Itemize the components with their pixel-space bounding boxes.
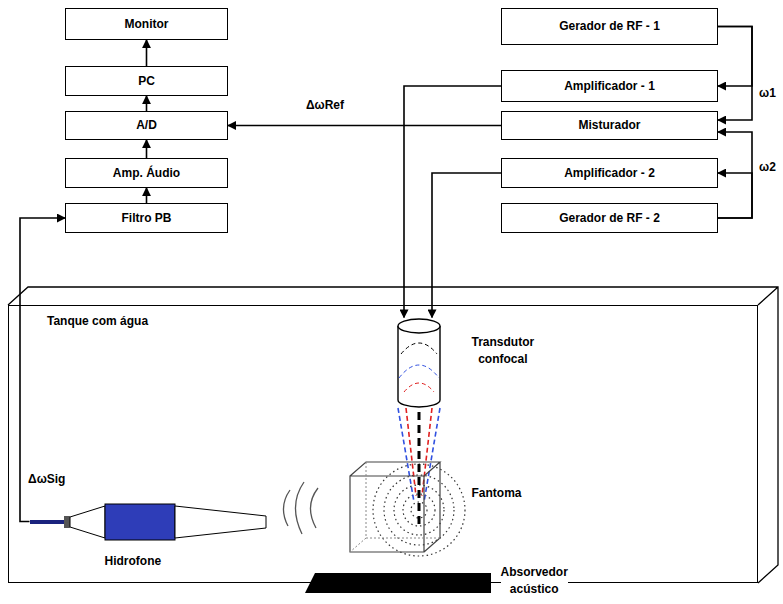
acoustic-absorber: Absorvedor acústico — [305, 573, 491, 593]
signal-connector — [718, 132, 752, 218]
process-box: Gerador de RF - 2 — [501, 203, 718, 233]
part-label: Tanque com água — [47, 314, 148, 329]
transducer-element — [404, 383, 434, 392]
water-tank: Tanque com águaTransdutor confocalFantom… — [8, 305, 758, 583]
part-label: Transdutor confocal — [472, 334, 535, 368]
signal-name: ΔωRef — [304, 98, 346, 113]
signal-connector — [146, 140, 148, 158]
part-label: Hidrofone — [105, 554, 162, 569]
signal-name: ΔωSig — [26, 472, 67, 487]
process-box: PC — [65, 66, 228, 96]
signal-connector — [718, 27, 752, 87]
process-box: Amp. Áudio — [65, 158, 228, 188]
tank-outline — [8, 287, 778, 583]
acoustic-absorber-shape — [305, 573, 491, 593]
signal-name: ω1 — [757, 86, 778, 101]
process-box: Misturador — [501, 111, 718, 140]
signal-connector — [718, 27, 752, 121]
phantom: Fantoma — [350, 460, 440, 554]
process-box: Amplificador - 1 — [501, 70, 718, 102]
transducer: Transdutor confocal — [396, 318, 442, 410]
signal-connector — [146, 188, 148, 203]
box-label: PC — [138, 74, 155, 89]
box-label: A/D — [136, 118, 157, 133]
hydrophone-tip — [175, 506, 266, 538]
absorber-block — [305, 573, 491, 593]
box-label: Amp. Áudio — [113, 166, 180, 181]
signal-connector — [146, 40, 148, 66]
signal-name: ω2 — [757, 160, 778, 175]
transducer-element — [399, 365, 439, 378]
process-box: A/D — [65, 111, 228, 140]
hydrophone-cable — [30, 520, 64, 524]
phantom-shape — [350, 460, 440, 554]
part-label: Absorvedor acústico — [501, 564, 568, 598]
hydrophone-taper — [70, 506, 105, 538]
box-label: Misturador — [578, 118, 640, 133]
transducer-shape — [396, 318, 442, 410]
box-label: Gerador de RF - 2 — [559, 211, 660, 226]
signal-connector — [228, 125, 501, 127]
phantom-hidden-edge — [350, 462, 440, 552]
hydrophone-shape — [30, 498, 270, 548]
transducer-element — [401, 343, 437, 354]
box-label: Filtro PB — [122, 211, 172, 226]
part-label: Fantoma — [472, 486, 522, 501]
wave-arc — [310, 488, 318, 528]
beam-axis — [418, 412, 421, 528]
process-box: Monitor — [65, 8, 228, 40]
signal-connector — [404, 86, 501, 318]
signal-connector — [718, 173, 752, 218]
process-box: Amplificador - 2 — [501, 158, 718, 188]
phantom-cube — [350, 462, 440, 552]
hydrophone-connector — [64, 516, 70, 528]
process-box: Filtro PB — [65, 203, 228, 233]
transducer-top — [398, 319, 440, 333]
transducer-body — [398, 326, 440, 407]
hydrophone: Hidrofone — [30, 498, 270, 548]
wave-arc — [283, 490, 290, 526]
box-label: Amplificador - 1 — [564, 79, 655, 94]
acoustic-emission — [283, 482, 318, 534]
box-label: Monitor — [125, 17, 169, 32]
hydrophone-body — [105, 504, 175, 540]
signal-connector — [432, 173, 501, 318]
wave-arc — [295, 482, 304, 534]
process-box: Gerador de RF - 1 — [501, 8, 718, 45]
signal-connector — [146, 96, 148, 111]
box-label: Amplificador - 2 — [564, 166, 655, 181]
box-label: Gerador de RF - 1 — [559, 19, 660, 34]
